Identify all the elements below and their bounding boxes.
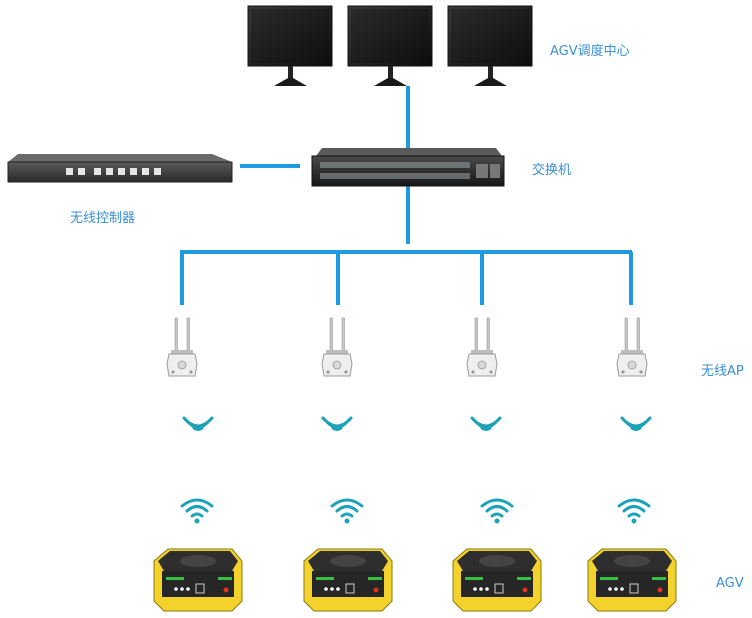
access-point-icon <box>321 317 353 377</box>
connection-lines <box>180 86 633 305</box>
wifi-icon <box>180 498 214 525</box>
dispatch-center-label: AGV调度中心 <box>550 44 630 59</box>
network-switch-icon <box>311 148 505 187</box>
wireless-controller-icon <box>7 154 233 183</box>
wifi-icon <box>617 498 651 525</box>
wifi-icon <box>330 498 364 525</box>
wireless-controller-label: 无线控制器 <box>70 211 136 226</box>
switch-label: 交换机 <box>532 163 572 178</box>
signal-down-icon <box>620 416 652 431</box>
agv-robot-icon <box>303 548 393 612</box>
wireless-ap-label: 无线AP <box>701 364 744 379</box>
wifi-icon <box>480 498 514 525</box>
agv-robot-icon <box>153 548 243 612</box>
monitor-icon <box>247 5 333 87</box>
agv-robot-icon <box>587 548 677 612</box>
signal-down-icon <box>321 416 353 431</box>
signal-down-icon <box>182 416 214 431</box>
monitor-icon <box>347 5 433 87</box>
access-point-icon <box>466 317 498 377</box>
access-point-icon <box>616 317 648 377</box>
access-point-icon <box>166 317 198 377</box>
agv-robot-icon <box>452 548 542 612</box>
agv-label: AGV <box>716 576 744 591</box>
monitor-icon <box>447 5 533 87</box>
signal-down-icon <box>470 416 502 431</box>
